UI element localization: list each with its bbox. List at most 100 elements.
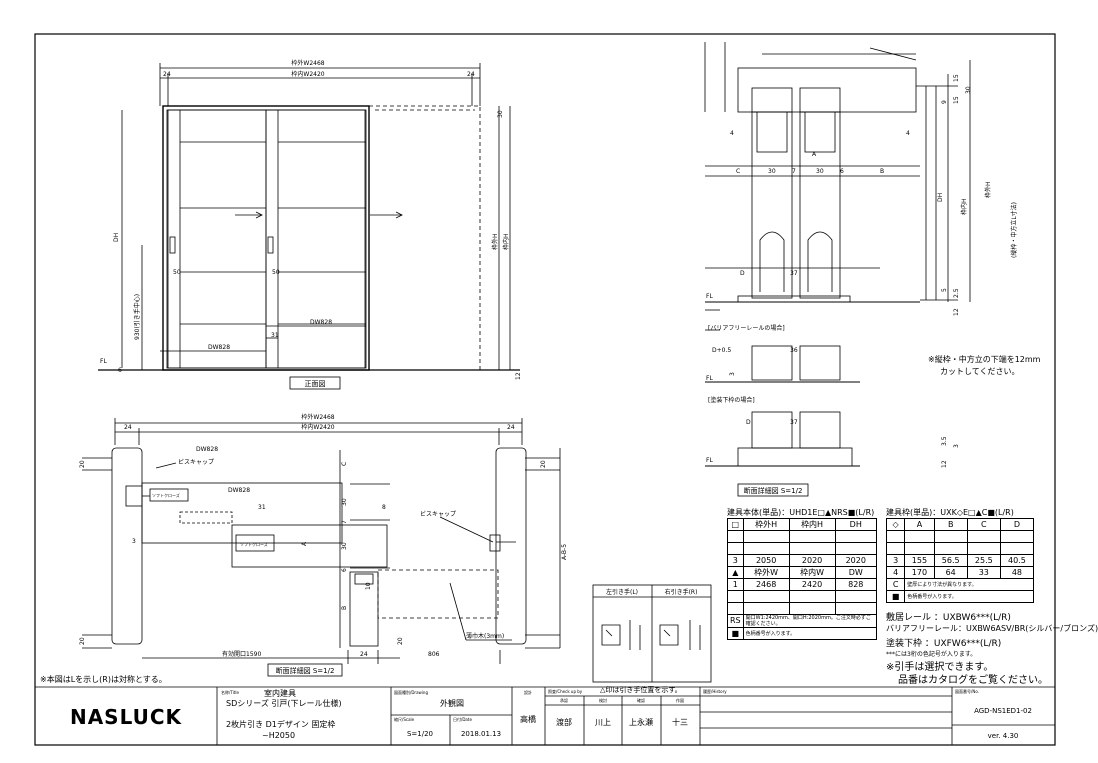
- tb-drawing-label: 図面種別/Drawing: [394, 689, 428, 695]
- rail-line2: バリアフリーレール：UXBW6ASV/BR(シルバー/ブロンズ): [886, 624, 1098, 633]
- plan-dim-c: C: [341, 462, 348, 466]
- rail-line3: 塗装下枠 ：UXFW6***(L/R): [886, 639, 1002, 649]
- table-row: [727, 590, 878, 603]
- tb-design-label: 設計: [524, 689, 532, 695]
- plan-dim-806: 806: [428, 651, 440, 658]
- plan-dim-outer: 枠外W2468: [301, 413, 334, 421]
- table-row: 3 155 56.5 25.5 40.5: [885, 554, 1035, 567]
- tb-number-label: 図面番号/No.: [955, 688, 979, 694]
- tb-chk2-label: 検討: [599, 697, 607, 703]
- front-dim-handle-h: 930(引き手中心): [133, 294, 141, 340]
- t1-r2-2: 2420: [788, 578, 836, 591]
- rail-line1: 敷居レール ：UXBW6***(L/R): [886, 613, 1011, 623]
- t1-sq-text: 色柄番号が入ります。: [742, 627, 878, 640]
- handle-labels: 左引き手(L) 右引き手(R) △印は引き手位置を示す。: [600, 588, 697, 694]
- tb-scale-value: S=1/20: [407, 730, 433, 738]
- plan-dim-8: 8: [382, 504, 386, 511]
- sec-dim-15-a: 15: [953, 74, 960, 82]
- handle-note: △印は引き手位置を示す。: [600, 685, 682, 694]
- plan-dim-20-bot-mid: 20: [397, 637, 404, 645]
- t2-r1-4: 40.5: [999, 554, 1035, 567]
- tb-history-label: 履歴/History: [703, 688, 727, 694]
- t1-r2-1: 2468: [742, 578, 790, 591]
- table-row: ■ 色柄番号が入ります。: [727, 627, 878, 640]
- t1-r1-3: 2020: [834, 554, 878, 567]
- table2-title: 建具枠(単品)：UXK◇E□▲C■(L/R): [886, 508, 1014, 517]
- plan-dim-dw-2: DW828: [228, 487, 250, 494]
- plan-dim-30-top: 30: [341, 498, 348, 506]
- sec-barrier: [バリアフリーレールの場合]: [708, 324, 785, 332]
- t2-r2-4: 48: [999, 566, 1035, 579]
- t2-sq-label: ■: [885, 590, 906, 603]
- sec-dim-12: 12: [953, 308, 960, 316]
- t2-h-2: B: [933, 518, 968, 531]
- tb-chk4: 十三: [672, 717, 688, 727]
- t2-h-1: A: [904, 518, 935, 531]
- front-dim-6: 6: [118, 367, 122, 374]
- t2-c-label: C: [885, 578, 906, 591]
- sec-dim-b: B: [880, 168, 884, 175]
- tb-chk2: 川上: [595, 718, 611, 727]
- plan-section-labels: 枠外W2468 枠内W2420 24 24 DW828 DW828 20 20 …: [79, 413, 568, 675]
- t1-r1-2: 2020: [788, 554, 836, 567]
- t1-sq-label: ■: [727, 627, 744, 640]
- tb-name4: ~H2050: [262, 731, 295, 740]
- plan-biscap-right: ビスキャップ: [420, 510, 456, 518]
- t2-r1-1: 155: [904, 554, 935, 567]
- sec-dim-fl: FL: [706, 293, 713, 300]
- t1-h2-1: 枠外W: [742, 566, 790, 579]
- sec-dim-37-2: 37: [790, 419, 798, 426]
- table-row: RS 開口W1:2420mm、開口H:2020mm。ご注文時必ずご確認ください。: [727, 614, 878, 628]
- t1-h2-3: DW: [834, 566, 878, 579]
- sec-dim-3: 3: [729, 372, 736, 376]
- front-dim-dw-left: DW828: [208, 344, 230, 351]
- front-dim-fl: FL: [100, 358, 107, 365]
- front-dim-top30: 30: [497, 110, 504, 118]
- vertical-section: [704, 42, 971, 497]
- t1-r2-0: 1: [727, 578, 744, 591]
- plan-dim-a: A: [301, 541, 308, 546]
- plan-dim-ab: A-B-5: [561, 544, 568, 560]
- table-row: [727, 602, 878, 615]
- plan-biscap-left: ビスキャップ: [178, 458, 214, 466]
- front-dim-dw-right: DW828: [310, 319, 332, 326]
- t1-h2-2: 枠内W: [788, 566, 836, 579]
- sec-dim-frame-outer: 枠外H: [984, 181, 992, 198]
- t2-r2-3: 33: [966, 566, 1001, 579]
- tb-scale-label: 縮尺/Scale: [394, 716, 415, 722]
- front-dim-frame-inner: 枠内H: [502, 233, 510, 250]
- tb-chk3-label: 確認: [637, 697, 645, 703]
- front-dim-dh: DH: [113, 233, 120, 242]
- front-dim-left-24: 24: [163, 71, 171, 78]
- t2-r2-1: 170: [904, 566, 935, 579]
- front-dim-right-24: 24: [467, 71, 475, 78]
- handle-right-label: 右引き手(R): [665, 588, 698, 596]
- table-row: 3 2050 2020 2020: [727, 554, 878, 567]
- front-dim-outer: 枠外W2468: [291, 59, 324, 67]
- sec-dim-37: 37: [790, 270, 798, 277]
- sec-dim-15-b: 15: [953, 96, 960, 104]
- table1-title: 建具本体(単品)：UHD1E□▲NRS■(L/R): [727, 508, 875, 517]
- front-dim-frame-h: 枠外H: [491, 233, 499, 250]
- sec-dim-a: A: [812, 151, 817, 158]
- front-elevation-labels: 枠外W2468 枠内W2420 24 24 30 DH 930(引き手中心) 枠…: [100, 59, 522, 388]
- tb-chk1-label: 承認: [560, 697, 568, 703]
- plan-dim-31: 31: [258, 504, 266, 511]
- tb-logo: NASLUCK: [70, 705, 183, 729]
- t2-c-text: 壁厚により寸法が異なります。: [904, 578, 1034, 591]
- t1-rs-text: 開口W1:2420mm、開口H:2020mm。ご注文時必ずご確認ください。: [742, 614, 878, 628]
- handle-diagram: [592, 584, 712, 683]
- tb-version: ver. 4.30: [988, 732, 1019, 740]
- sec-dim-35: 3.5: [941, 436, 948, 446]
- plan-dim-6: 6: [341, 568, 348, 572]
- t2-r2-2: 64: [933, 566, 968, 579]
- tb-name1: 室内建具: [264, 688, 296, 698]
- plan-softclose-bottom: ソフトクローズ: [240, 541, 268, 547]
- plan-cloth: 薄巾木(3mm): [466, 632, 504, 640]
- front-dim-31: 31: [271, 332, 279, 339]
- sec-dim-4-left: 4: [730, 130, 734, 137]
- tb-chk3: 上永瀬: [629, 717, 653, 727]
- front-caption: 正面図: [305, 380, 326, 388]
- plan-dim-inner: 枠内W2420: [301, 423, 334, 431]
